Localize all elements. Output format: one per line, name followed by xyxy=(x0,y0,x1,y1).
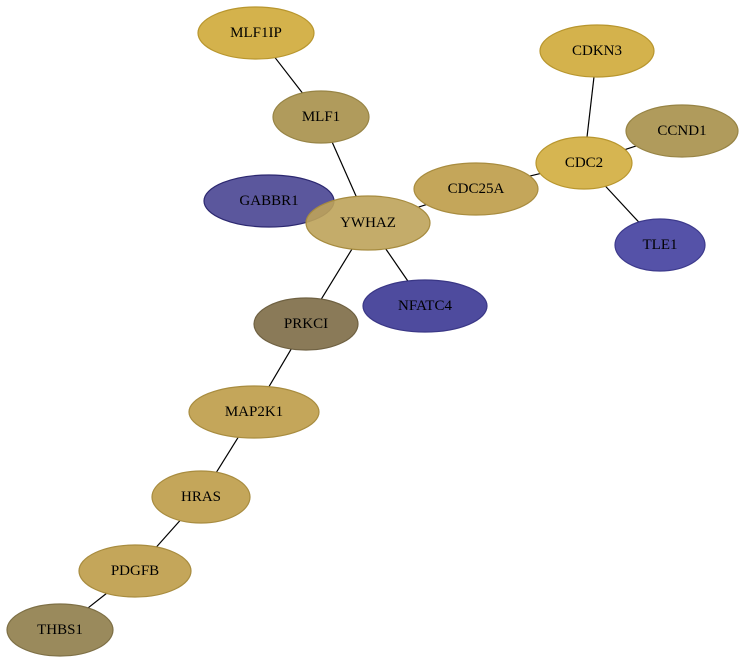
edge-ywhaz-prkci xyxy=(320,248,353,300)
node-label: CCND1 xyxy=(657,123,706,139)
node-ellipse xyxy=(272,90,370,144)
node-cdc25a[interactable]: CDC25A xyxy=(413,162,539,216)
edge-hras-pdgfb xyxy=(155,520,181,548)
edge-ywhaz-nfatc4 xyxy=(385,248,409,282)
edge-map2k1-hras xyxy=(215,436,239,473)
edge-prkci-map2k1 xyxy=(268,348,292,388)
node-ellipse xyxy=(188,385,320,439)
edges-layer xyxy=(87,57,640,609)
edge-cdkn3-cdc2 xyxy=(586,76,595,138)
edge-ywhaz-cdc25a xyxy=(418,204,427,208)
node-ellipse xyxy=(151,470,251,524)
edge-cdc25a-cdc2 xyxy=(529,172,541,177)
node-thbs1[interactable]: THBS1 xyxy=(6,603,114,657)
edge-pdgfb-thbs1 xyxy=(87,592,107,609)
node-label: NFATC4 xyxy=(398,298,452,314)
node-ellipse xyxy=(625,104,739,158)
node-ellipse xyxy=(197,6,315,60)
node-label: HRAS xyxy=(181,489,221,505)
node-label: PRKCI xyxy=(284,316,328,332)
node-label: GABBR1 xyxy=(239,193,298,209)
node-ellipse xyxy=(305,195,431,251)
edge-cdc2-tle1 xyxy=(605,185,640,223)
node-label: MLF1IP xyxy=(230,25,282,41)
node-ellipse xyxy=(413,162,539,216)
node-nfatc4[interactable]: NFATC4 xyxy=(362,279,488,333)
node-ellipse xyxy=(539,24,655,78)
node-label: CDC25A xyxy=(448,181,505,197)
edge-mlf1ip-mlf1 xyxy=(274,57,303,94)
node-label: MAP2K1 xyxy=(225,404,283,420)
node-label: THBS1 xyxy=(37,622,83,638)
node-ellipse xyxy=(78,544,192,598)
node-tle1[interactable]: TLE1 xyxy=(614,218,706,272)
node-cdkn3[interactable]: CDKN3 xyxy=(539,24,655,78)
node-ywhaz[interactable]: YWHAZ xyxy=(305,195,431,251)
node-label: PDGFB xyxy=(111,563,159,579)
node-pdgfb[interactable]: PDGFB xyxy=(78,544,192,598)
node-label: TLE1 xyxy=(643,237,678,253)
node-label: MLF1 xyxy=(302,109,340,125)
node-ellipse xyxy=(362,279,488,333)
node-mlf1ip[interactable]: MLF1IP xyxy=(197,6,315,60)
node-map2k1[interactable]: MAP2K1 xyxy=(188,385,320,439)
node-mlf1[interactable]: MLF1 xyxy=(272,90,370,144)
edge-mlf1-ywhaz xyxy=(331,142,357,197)
node-ccnd1[interactable]: CCND1 xyxy=(625,104,739,158)
node-label: YWHAZ xyxy=(340,215,396,231)
node-label: CDC2 xyxy=(565,155,603,171)
node-ellipse xyxy=(535,136,633,190)
node-ellipse xyxy=(614,218,706,272)
node-label: CDKN3 xyxy=(572,43,622,59)
node-cdc2[interactable]: CDC2 xyxy=(535,136,633,190)
node-prkci[interactable]: PRKCI xyxy=(253,297,359,351)
node-ellipse xyxy=(253,297,359,351)
node-hras[interactable]: HRAS xyxy=(151,470,251,524)
node-ellipse xyxy=(6,603,114,657)
edge-ccnd1-cdc2 xyxy=(624,145,637,151)
